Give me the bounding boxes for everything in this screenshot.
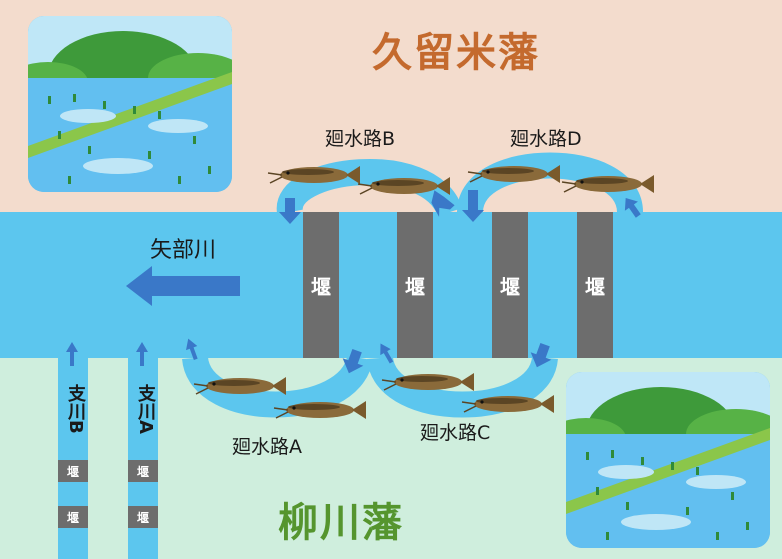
- canal-b-label: 廻水路B: [325, 128, 396, 150]
- branch-b-weir-1: 堰: [58, 460, 88, 482]
- canal-a-label: 廻水路A: [232, 436, 302, 458]
- canal-d-label: 廻水路D: [510, 128, 582, 150]
- branch-b-weir-2: 堰: [58, 506, 88, 528]
- branch-a-label: 支川A: [135, 384, 156, 434]
- branch-b-label: 支川B: [65, 384, 86, 434]
- canal-a-path: [182, 354, 373, 418]
- paddy-field-illustration-bottom: [566, 372, 770, 548]
- branch-a-weir-1: 堰: [128, 460, 158, 482]
- kurume-domain-label: 久留米藩: [372, 30, 540, 76]
- river-flow-arrow-icon: [126, 266, 240, 306]
- branch-a-weir-2: 堰: [128, 506, 158, 528]
- flow-arrow-icons: [66, 190, 641, 374]
- paddy-field-illustration-top: [28, 16, 232, 192]
- canal-c-label: 廻水路C: [420, 422, 491, 444]
- weir-4: 堰: [577, 212, 613, 358]
- catfish-illustrations: [193, 164, 655, 420]
- weir-1: 堰: [303, 212, 339, 358]
- yanagawa-domain-label: 柳川藩: [278, 500, 404, 546]
- canal-c-path: [367, 355, 558, 418]
- weir-3: 堰: [492, 212, 528, 358]
- weir-2: 堰: [397, 212, 433, 358]
- river-label: 矢部川: [150, 238, 217, 263]
